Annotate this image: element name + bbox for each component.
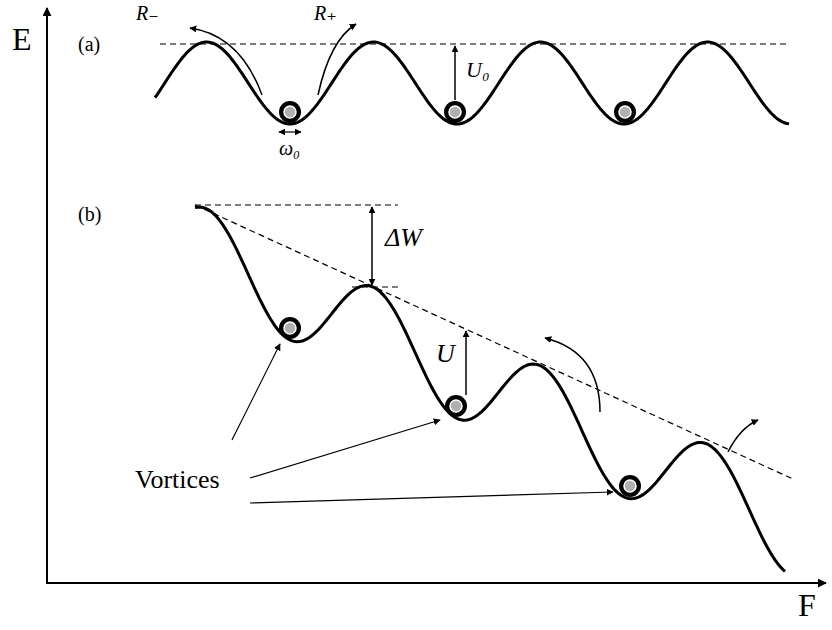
- vortex-ring: [619, 475, 641, 497]
- axis-label: E: [12, 21, 32, 57]
- force-axis: [46, 582, 826, 584]
- barrier-label: U₀: [466, 57, 490, 82]
- vortex-core: [619, 106, 631, 118]
- leader-arrow: [250, 492, 613, 503]
- reference-line: [195, 204, 398, 205]
- vortex-symbol: [445, 395, 467, 417]
- tilted-potential-curve: [195, 207, 785, 571]
- vortex-ring: [279, 317, 301, 339]
- vortex-ring: [445, 395, 467, 417]
- axis-label-holder: F: [798, 588, 816, 623]
- barrier-label-holder: U₀: [466, 58, 490, 82]
- vortex-core: [284, 106, 296, 118]
- callout-label: Vortices: [135, 465, 220, 494]
- energy-axis: [46, 8, 48, 584]
- periodic-potential-curve: [155, 42, 789, 124]
- rate-label: R₋: [136, 2, 159, 24]
- panel-label-holder: (b): [78, 203, 101, 225]
- hop-arrow: [728, 420, 758, 452]
- vortex-ring: [279, 101, 301, 123]
- leader-arrow: [232, 344, 280, 440]
- vortex-ring: [444, 101, 466, 123]
- rate-label-holder: R₋: [136, 2, 159, 24]
- vortex-ring: [614, 101, 636, 123]
- axis-label-holder: E: [12, 22, 32, 57]
- work-label: ΔW: [385, 223, 422, 252]
- vortex-core: [624, 480, 636, 492]
- rate-label-holder: R₊: [314, 2, 337, 24]
- axis-label: F: [798, 587, 816, 623]
- rate-label: R₊: [314, 2, 337, 24]
- vortex-symbol: [279, 101, 301, 123]
- hop-arrow: [545, 338, 600, 412]
- leader-arrow: [250, 420, 440, 478]
- frequency-label-holder: ω₀: [279, 137, 300, 159]
- panel-label: (b): [78, 203, 101, 225]
- work-arrow: [371, 207, 373, 285]
- work-label-holder: ΔW: [385, 224, 422, 253]
- barrier-height-arrow: [465, 331, 467, 395]
- barrier-label: U: [436, 339, 455, 368]
- callout-label-holder: Vortices: [135, 466, 220, 495]
- vortex-symbol: [614, 101, 636, 123]
- vortex-symbol: [279, 317, 301, 339]
- vortex-symbol: [444, 101, 466, 123]
- hop-right-arrow: [318, 24, 356, 95]
- barrier-height-arrow: [454, 46, 456, 100]
- vortex-core: [450, 400, 462, 412]
- hop-left-arrow: [190, 28, 262, 95]
- panel-label: (a): [78, 33, 100, 55]
- frequency-label: ω₀: [279, 137, 300, 159]
- vortex-core: [449, 106, 461, 118]
- vortex-symbol: [619, 475, 641, 497]
- oscillation-arrow: [279, 131, 301, 132]
- vortex-core: [284, 322, 296, 334]
- tilt-line: [195, 205, 795, 480]
- panel-label-holder: (a): [78, 33, 100, 55]
- barrier-label-holder: U: [436, 340, 455, 369]
